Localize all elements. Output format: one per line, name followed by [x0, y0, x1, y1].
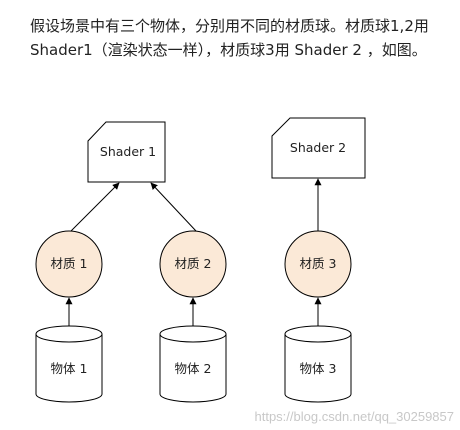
watermark: https://blog.csdn.net/qq_30259857	[254, 409, 455, 424]
shader-1-node: Shader 1	[87, 121, 166, 183]
object-3-node: 物体 3	[284, 325, 352, 403]
material-2-node: 材质 2	[159, 230, 227, 298]
material-1-label: 材质 1	[51, 256, 88, 271]
object-1-label: 物体 1	[51, 361, 88, 376]
shader-2-node: Shader 2	[271, 117, 366, 179]
arrow-material1-shader1	[70, 182, 120, 232]
object-1-node: 物体 1	[35, 325, 103, 403]
object-2-node: 物体 2	[159, 325, 227, 403]
material-3-node: 材质 3	[284, 230, 352, 298]
material-1-node: 材质 1	[35, 230, 103, 298]
object-3-label: 物体 3	[300, 361, 337, 376]
shader-2-label: Shader 2	[290, 140, 346, 155]
intro-paragraph: 假设场景中有三个物体，分别用不同的材质球。材质球1,2用Shader1（渲染状态…	[30, 17, 429, 59]
object-2-label: 物体 2	[175, 361, 212, 376]
shader-1-label: Shader 1	[100, 144, 156, 159]
material-2-label: 材质 2	[175, 256, 212, 271]
arrow-material2-shader1	[150, 182, 197, 232]
material-3-label: 材质 3	[300, 256, 337, 271]
